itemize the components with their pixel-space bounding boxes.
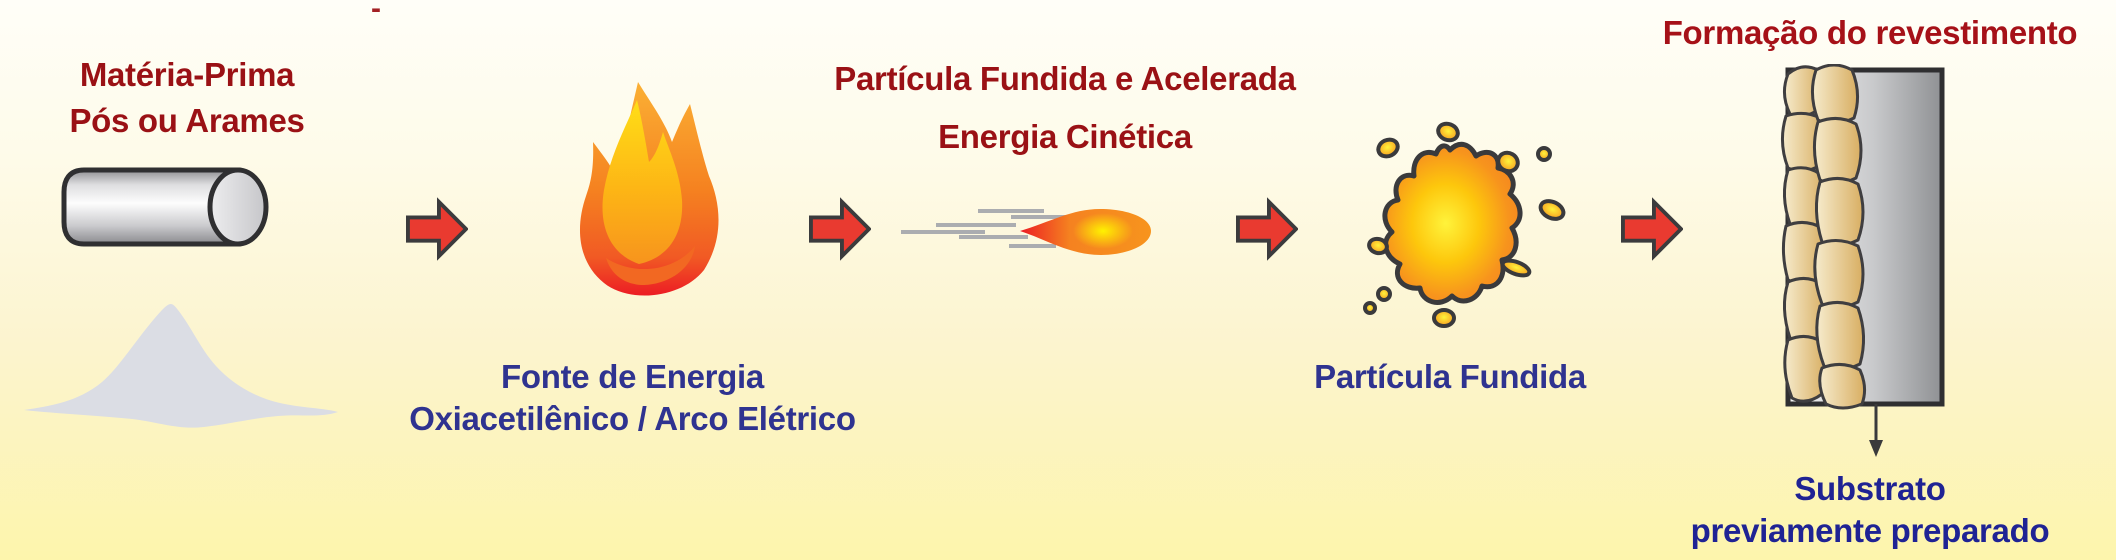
coating-substrate-icon (1781, 64, 1945, 457)
flow-arrow-icon (406, 197, 468, 261)
energy-source-caption-line2: Oxiacetilênico / Arco Elétrico (409, 400, 856, 437)
molten-splat-icon (1363, 121, 1566, 328)
flow-arrow-icon (1621, 197, 1683, 261)
energy-source-caption-line1: Fonte de Energia (501, 358, 764, 395)
speeding-particle-icon (901, 209, 1151, 255)
splat-droplets (1363, 121, 1566, 328)
stray-dash-mark: - (371, 0, 381, 25)
substrate-pointer-arrow-icon (1869, 404, 1883, 457)
flow-arrow-icon (1236, 197, 1298, 261)
flow-arrow-icon (809, 197, 871, 261)
wire-cylinder-icon (61, 167, 269, 247)
coating-formation-title: Formação do revestimento (1662, 14, 2078, 51)
flame-icon (579, 82, 719, 296)
raw-material-title-line1: Matéria-Prima (79, 56, 295, 93)
substrate-caption: Substrato previamente preparado (1640, 468, 2100, 552)
raw-material-title: Matéria-Prima Pós ou Arames (22, 52, 352, 144)
molten-particle-caption: Partícula Fundida (1314, 358, 1586, 395)
accelerated-particle-title-line1: Partícula Fundida e Acelerada (834, 60, 1296, 97)
accelerated-particle-title-line2: Energia Cinética (938, 118, 1192, 155)
energy-source-caption: Fonte de Energia Oxiacetilênico / Arco E… (375, 356, 890, 440)
powder-pile-icon (24, 304, 338, 428)
substrate-caption-line2: previamente preparado (1690, 512, 2050, 549)
coating-layer (1781, 64, 1867, 410)
raw-material-title-line2: Pós ou Arames (69, 102, 305, 139)
substrate-caption-line1: Substrato (1794, 470, 1946, 507)
speed-lines (901, 209, 1074, 248)
